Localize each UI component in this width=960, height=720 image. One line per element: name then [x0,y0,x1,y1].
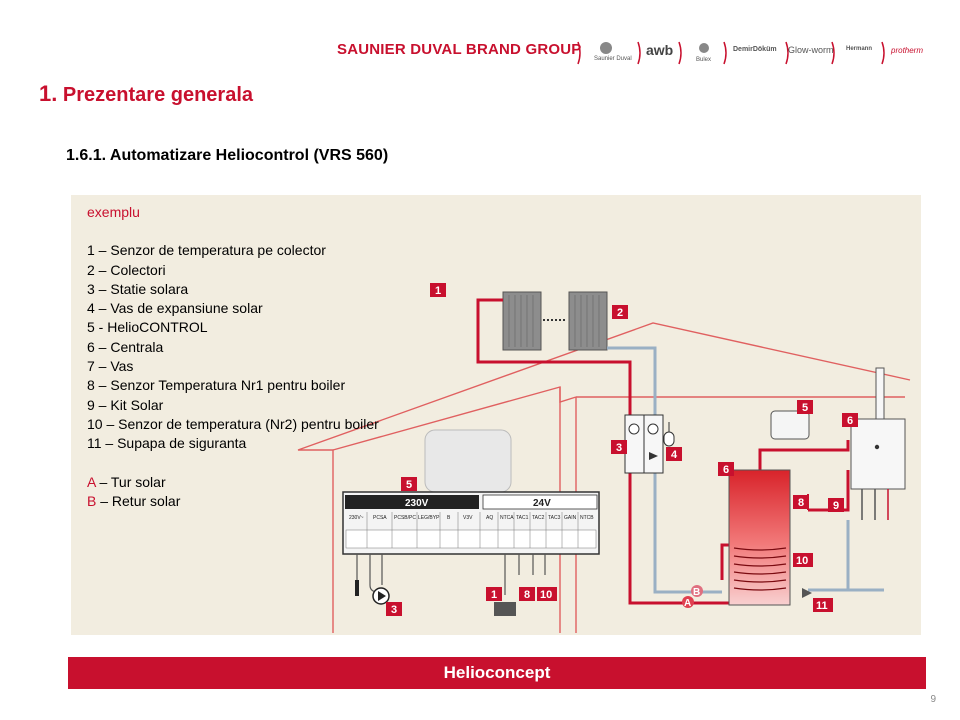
legend-item-b: B – Retur solar [87,492,379,511]
footer-banner: Helioconcept [68,657,926,689]
terminal-ntcb: NTCB [580,515,594,521]
diagram-tags: 1 2 3 4 5 5 6 6 8 9 10 11 1 8 10 3 [386,283,858,616]
section-title: 1. Prezentare generala [39,81,253,107]
legend-b-text: – Retur solar [96,492,181,509]
section-number: 1. [39,81,58,106]
pipe-letter-a: A [684,598,691,609]
legend: exemplu 1 – Senzor de temperatura pe col… [87,203,379,511]
legend-item: 8 – Senzor Temperatura Nr1 pentru boiler [87,377,346,394]
terminal-b: B [447,515,451,521]
terminal-leg-byp: LEG/BYP [418,515,440,521]
brand-logos: Saunier Duval awb Bulex DemirDöküm Glow-… [576,36,936,70]
storage-tank [728,469,791,606]
tag-11-safety-valve: 11 [816,600,828,612]
terminal-tac2: TAC2 [532,515,545,521]
legend-a-letter: A [87,473,96,490]
legend-a-text: – Tur solar [95,473,166,490]
legend-item: 9 – Kit Solar [87,396,164,413]
legend-item: 10 – Senzor de temperatura (Nr2) pentru … [87,415,379,432]
tag-3-solar-station: 3 [616,442,622,454]
legend-item: 7 – Vas [87,358,134,375]
brand-logos-strip [577,41,885,65]
brand-group-title: SAUNIER DUVAL BRAND GROUP [337,41,582,58]
tag-5-controller: 5 [406,479,412,491]
logo-hermann: Hermann [846,46,873,52]
legend-item: 2 – Colectori [87,261,166,278]
tag-1-bottom: 1 [491,589,497,601]
tag-9-solar-kit: 9 [833,500,839,512]
legend-item: 1 – Senzor de temperatura pe colector [87,242,326,259]
logo-glow-worm: Glow-worm [788,45,834,55]
legend-item-a: A – Tur solar [87,473,379,492]
tag-3-pump: 3 [391,604,397,616]
legend-item: 11 – Supapa de siguranta [87,435,247,452]
tag-4-expansion: 4 [671,449,678,461]
logo-awb: awb [646,42,674,58]
section-title-text: Prezentare generala [62,84,254,106]
pipe-letters: A B [682,585,703,609]
terminal-pcsa: PCSA [373,515,387,521]
page-number: 9 [930,694,936,705]
terminal-230v: 230V~ [349,515,364,521]
legend-intro: exemplu [87,204,140,220]
logo-demirdokum: DemirDöküm [733,46,777,53]
legend-item: 3 – Statie solara [87,280,189,297]
controller-24v-label: 24V [533,498,551,509]
pipe-letter-b: B [693,587,700,598]
logo-bulex: Bulex [696,57,712,63]
tag-2-collectors: 2 [617,307,623,319]
logo-saunier-duval: Saunier Duval [594,56,632,62]
solar-station [624,414,664,474]
tag-8-bottom: 8 [524,589,530,601]
expansion-vessel [663,422,675,447]
legend-b-letter: B [87,492,97,509]
collector-sensor-box [494,602,516,616]
safety-valve [802,588,812,598]
tag-5-wall-controller: 5 [802,402,808,414]
legend-item: 5 - HelioCONTROL [87,319,208,336]
logo-protherm: protherm [891,46,924,55]
house-outline [297,322,911,633]
terminal-ntca: NTCA [500,515,514,521]
tag-10-bottom: 10 [540,589,552,601]
terminal-aq: AQ [486,515,493,521]
wall-controller [770,410,810,440]
tag-6-tank: 6 [723,464,729,476]
legend-item: 4 – Vas de expansiune solar [87,300,263,317]
tag-6-boiler: 6 [847,415,853,427]
tag-1-collector-sensor: 1 [435,285,441,297]
terminal-tac3: TAC3 [548,515,561,521]
terminal-gain: GAIN [564,515,577,521]
solar-collectors [502,291,608,351]
terminal-tac1: TAC1 [516,515,529,521]
sensor-probe [355,580,359,596]
terminal-v3v: V3V [463,515,473,521]
tag-8-tank-sensor: 8 [798,497,804,509]
tag-10-tank-sensor: 10 [796,555,808,567]
page-subtitle: 1.6.1. Automatizare Heliocontrol (VRS 56… [66,147,389,164]
wall-boiler [850,367,906,520]
controller-230v-label: 230V [405,498,429,509]
heliocontrol-unit: 230V 24V 230V~ PCSA PCSB/PC LEG/BYP B V3… [342,429,600,555]
cold-pipes [607,346,884,594]
terminal-pcsb: PCSB/PC [394,515,416,521]
legend-item: 6 – Centrala [87,338,164,355]
